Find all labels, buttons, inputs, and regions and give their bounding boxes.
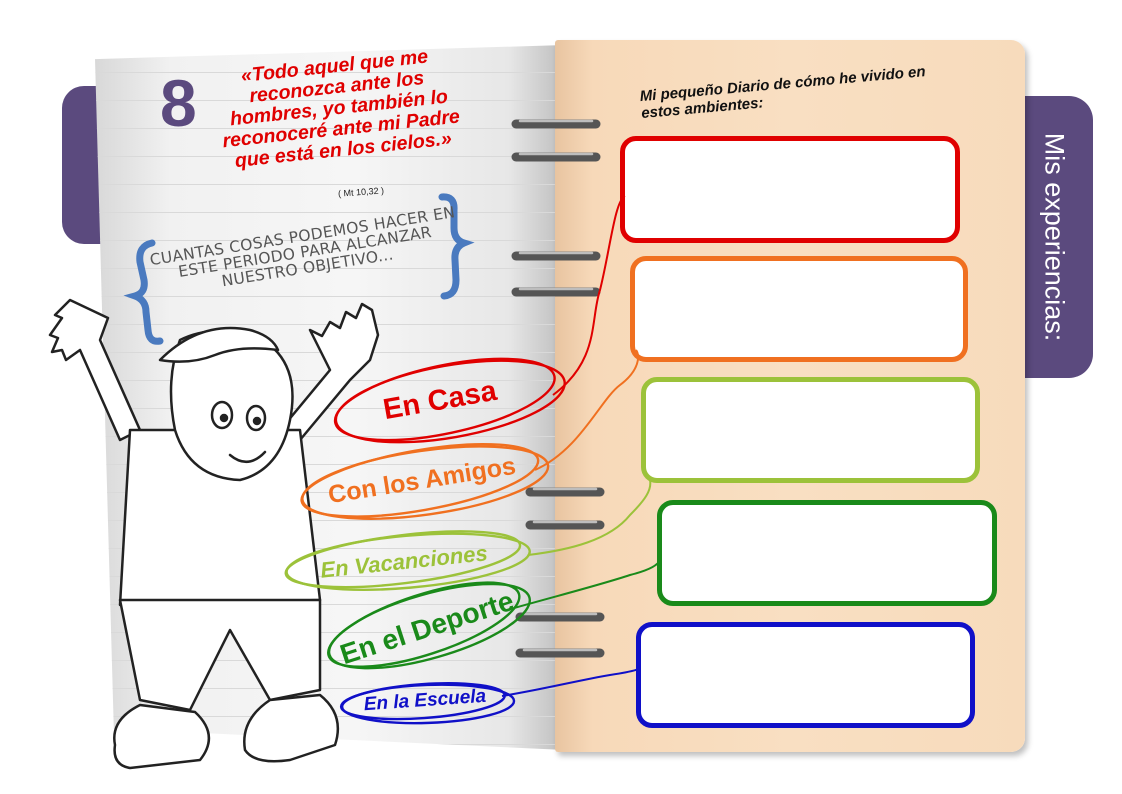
connector-line — [552, 195, 626, 396]
side-tab[interactable] — [1015, 96, 1093, 378]
scribble-loop — [327, 582, 531, 670]
experience-box-escuela[interactable] — [636, 622, 975, 728]
connector-line — [527, 479, 652, 556]
spiral-highlights — [518, 119, 598, 652]
scribble-loop — [334, 359, 566, 444]
cartoon-boy-icon — [48, 298, 380, 770]
connector-line — [506, 559, 661, 611]
spiral-rings-icon — [511, 119, 605, 658]
experience-box-casa[interactable] — [620, 136, 960, 243]
connector-line — [501, 667, 641, 697]
experience-box-vacaciones[interactable] — [641, 377, 980, 483]
experience-box-deporte[interactable] — [657, 500, 997, 606]
chapter-number: 8 — [160, 66, 197, 140]
left-brace-icon — [123, 239, 164, 345]
connector-line — [534, 349, 639, 471]
experience-box-amigos[interactable] — [630, 256, 968, 362]
scribble-loop — [340, 683, 516, 725]
scribble-loop — [301, 445, 550, 520]
right-brace-icon — [438, 193, 475, 300]
scribble-loop — [285, 532, 531, 591]
